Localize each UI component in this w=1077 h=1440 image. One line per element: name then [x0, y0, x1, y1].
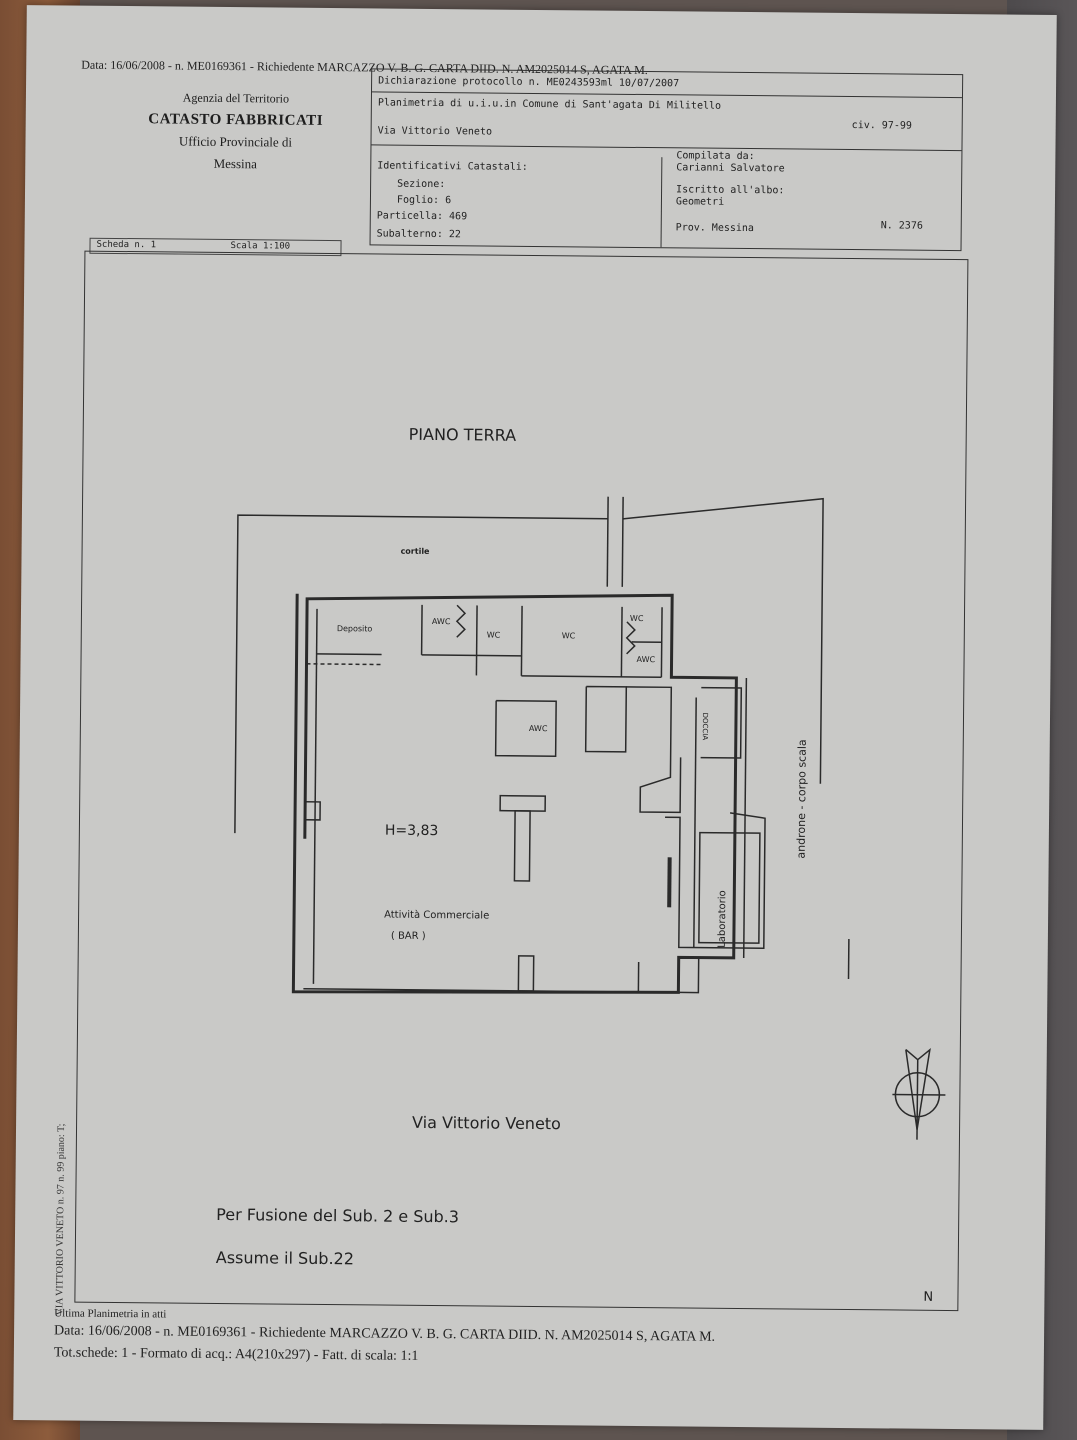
footer-line2: Tot.schede: 1 - Formato di acq.: A4(210x… [53, 1345, 419, 1364]
footer-line0: Ultima Planimetria in atti [54, 1307, 167, 1321]
agency-line1: Agenzia del Territorio [182, 90, 290, 106]
provincia: Prov. Messina [675, 222, 755, 235]
agency-line2: CATASTO FABBRICATI [148, 111, 324, 129]
floor-title: PIANO TERRA [408, 424, 517, 445]
side-text: VIA VITTORIO VENETO n. 97 n. 99 piano: T… [54, 1123, 68, 1316]
civico: civ. 97-99 [851, 120, 912, 132]
via-label: Via Vittorio Veneto [377, 125, 493, 138]
compilatore-column: Compilata da: Carianni Salvatore Iscritt… [372, 69, 962, 234]
cortile-label: cortile [400, 546, 430, 556]
cortile-boundary-left [234, 514, 608, 834]
info-box: Dichiarazione protocollo n. ME0243593ml … [369, 68, 964, 252]
room-awc-1: AWC [431, 617, 451, 627]
room-awc-3: AWC [528, 723, 548, 734]
scala-label: Scala 1:100 [230, 241, 291, 252]
doccia-label: DOCCIA [700, 712, 710, 741]
room-wc-2: WC [561, 631, 576, 641]
subalterno: Subalterno: 22 [376, 228, 461, 241]
laboratorio-label: Laboratorio [716, 890, 729, 948]
room-awc-2: AWC [636, 654, 656, 665]
north-label: N [923, 1289, 934, 1305]
compilatore-name: Carianni Salvatore [676, 162, 785, 175]
androne-label: androne - corpo scala [794, 739, 809, 859]
room-wc-1: WC [486, 630, 501, 640]
deposito-label: Deposito [336, 624, 373, 634]
compilata-label: Compilata da: [676, 150, 755, 163]
foglio: Foglio: 6 [396, 194, 452, 207]
albo-value: Geometri [675, 196, 725, 208]
agency-block: Agenzia del Territorio CATASTO FABBRICAT… [105, 86, 366, 176]
sezione: Sezione: [397, 178, 446, 191]
plan-frame: PIANO TERRA cortile Deposito AWC WC WC W… [74, 250, 969, 1312]
note-line-1: Per Fusione del Sub. 2 e Sub.3 [216, 1204, 460, 1227]
particella: Particella: 469 [376, 210, 468, 223]
floor-plan-drawing [234, 496, 946, 1140]
activity-label: Attività Commerciale [384, 909, 490, 922]
identificativi-column: Identificativi Catastali: Sezione: Fogli… [370, 154, 663, 248]
identificativi-title: Identificativi Catastali: [377, 160, 528, 173]
footer-line1: Data: 16/06/2008 - n. ME0169361 - Richie… [54, 1323, 716, 1345]
cortile-boundary-right [622, 497, 824, 784]
agency-line4: Messina [213, 155, 258, 172]
activity-sub-label: ( BAR ) [390, 930, 426, 942]
dichiarazione: Dichiarazione protocollo n. ME0243593ml … [378, 75, 680, 90]
note-line-2: Assume il Sub.22 [215, 1247, 355, 1269]
agency-line3: Ufficio Provinciale di [178, 133, 293, 150]
scheda-label: Scheda n. 1 [96, 239, 157, 251]
room-wc-3: WC [629, 613, 644, 624]
iscritto-label: Iscritto all'albo: [676, 184, 785, 197]
numero-albo: N. 2376 [880, 220, 923, 232]
street-label: Via Vittorio Veneto [412, 1112, 561, 1134]
planimetria: Planimetria di u.i.u.in Comune di Sant'a… [377, 97, 722, 112]
cadastral-document: Data: 16/06/2008 - n. ME0169361 - Richie… [13, 5, 1057, 1430]
north-arrow [892, 1047, 946, 1140]
outer-walls [291, 593, 738, 994]
height-label: H=3,83 [384, 822, 439, 840]
